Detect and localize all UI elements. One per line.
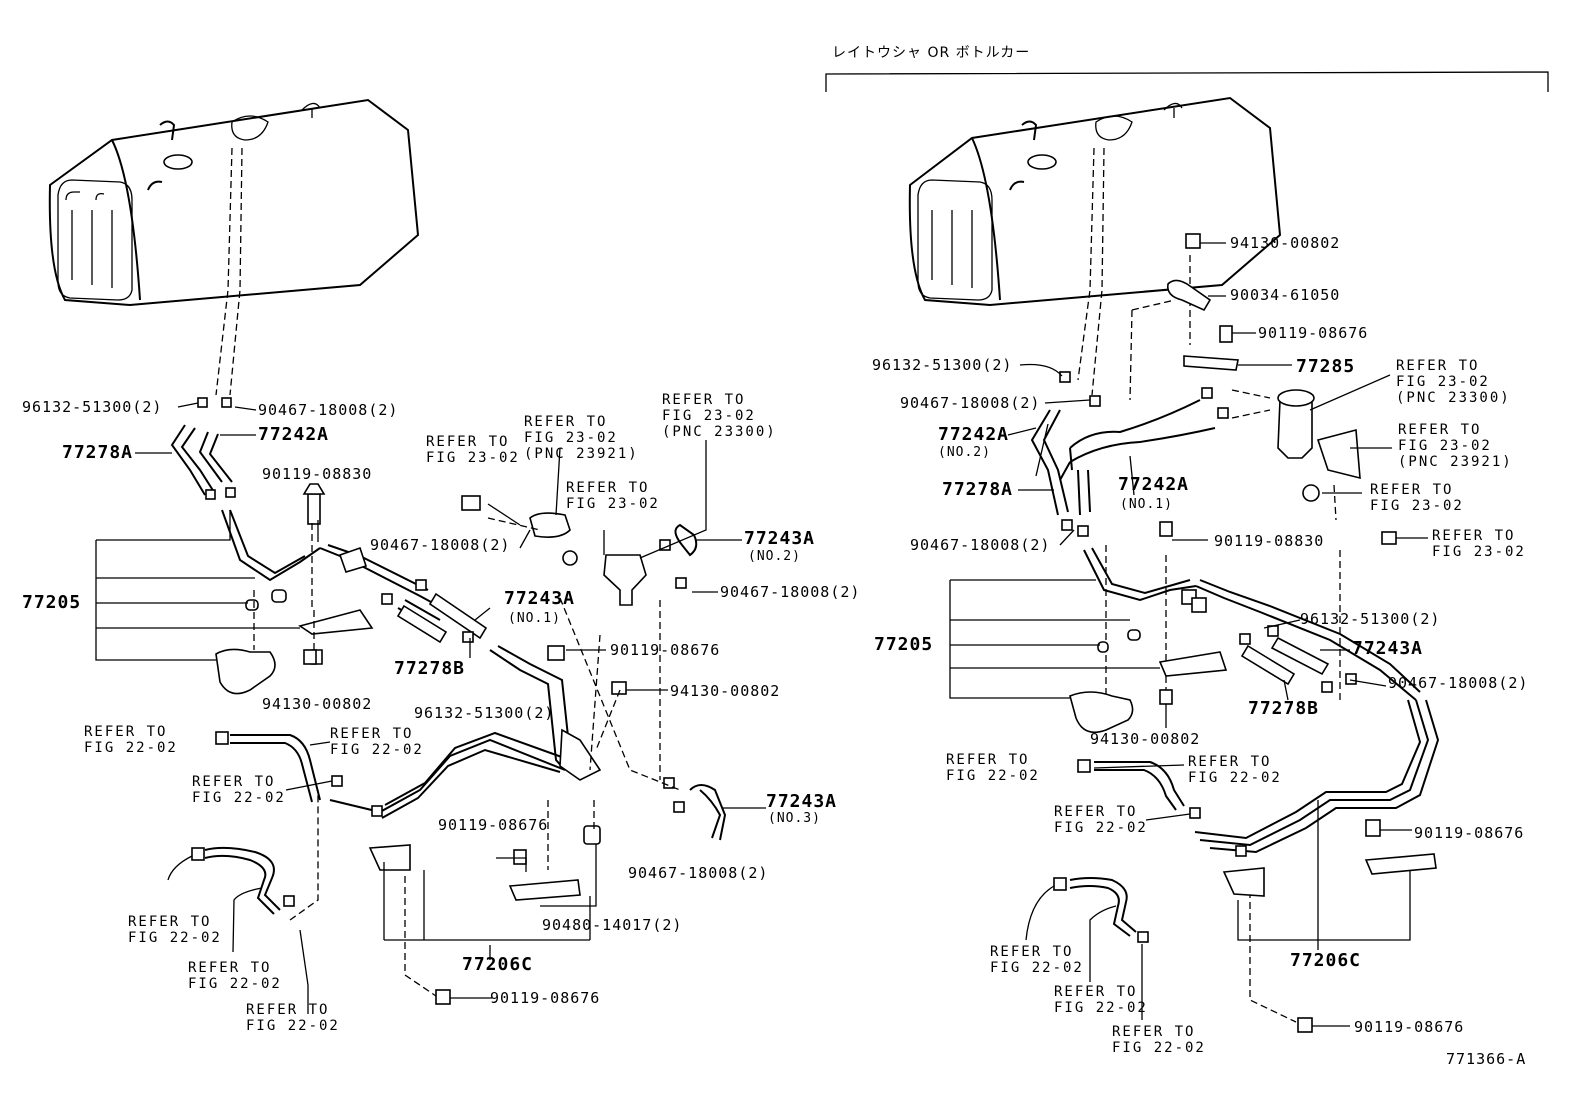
label-90119-08676-b: 90119-08676 <box>438 816 549 834</box>
left-hoses <box>170 397 236 500</box>
label-94130-00802: 94130-00802 <box>262 695 373 713</box>
right-vent-lines <box>1077 147 1341 1023</box>
left-dashed-refs <box>253 517 681 997</box>
label-r-77285: 77285 <box>1296 356 1356 377</box>
label-r-refer-pnc-23921: REFER TO FIG 23-02 (PNC 23921) <box>1398 422 1513 470</box>
label-90467-18008-c: 90467-18008(2) <box>720 583 861 601</box>
label-r-94130-00802: 94130-00802 <box>1230 234 1341 252</box>
label-r-77242a-no1: 77242A <box>1118 474 1190 495</box>
label-r-77206c: 77206C <box>1290 950 1362 971</box>
label-r-77278b: 77278B <box>1248 698 1320 719</box>
right-header-bracket <box>825 71 1549 92</box>
label-refer-fig-23-02-a: REFER TO FIG 23-02 <box>426 434 520 466</box>
label-r-90119-08676-b: 90119-08676 <box>1414 824 1525 842</box>
label-90467-18008: 90467-18008(2) <box>258 401 399 419</box>
label-77243a-3: 77243A <box>766 791 838 812</box>
label-r-90467-18008-b: 90467-18008(2) <box>910 536 1051 554</box>
label-r-96132-51300-b: 96132-51300(2) <box>1300 610 1441 628</box>
label-90467-18008-b: 90467-18008(2) <box>370 536 511 554</box>
left-fuel-tank <box>48 98 420 307</box>
label-r-refer-fig-22-02-f: REFER TO FIG 22-02 <box>1112 1024 1206 1056</box>
label-r-77278a: 77278A <box>942 479 1014 500</box>
label-refer-pnc-23921: REFER TO FIG 23-02 (PNC 23921) <box>524 414 639 462</box>
label-77243a-2: 77243A <box>744 528 816 549</box>
label-r-refer-fig-22-02-c: REFER TO FIG 22-02 <box>1054 804 1148 836</box>
label-77205: 77205 <box>22 592 82 613</box>
label-r-90034-61050: 90034-61050 <box>1230 286 1341 304</box>
label-77278b: 77278B <box>394 658 466 679</box>
label-77242a: 77242A <box>258 424 330 445</box>
label-r-refer-fig-22-02-b: REFER TO FIG 22-02 <box>1188 754 1282 786</box>
right-hoses <box>1030 371 1229 537</box>
right-fuel-tank <box>908 96 1282 307</box>
label-77243a-no3: (NO.3) <box>768 811 821 826</box>
label-r-refer-fig-22-02-a: REFER TO FIG 22-02 <box>946 752 1040 784</box>
label-refer-fig-22-02-d: REFER TO FIG 22-02 <box>128 914 222 946</box>
label-77206c: 77206C <box>462 954 534 975</box>
variant-label: レイトウシャ OR ボトルカー <box>832 45 1031 61</box>
label-r-90119-08676-c: 90119-08676 <box>1354 1018 1465 1036</box>
left-pipe-assembly <box>215 483 602 819</box>
label-77278a: 77278A <box>62 442 134 463</box>
label-90467-18008-d: 90467-18008(2) <box>628 864 769 882</box>
left-leader-lines <box>95 402 766 1014</box>
label-r-refer-fig-23-02-b: REFER TO FIG 23-02 <box>1432 528 1526 560</box>
right-hoses-lower <box>1053 759 1437 1033</box>
label-r-no1: (NO.1) <box>1120 497 1173 512</box>
label-r-90119-08676: 90119-08676 <box>1258 324 1369 342</box>
label-r-90119-08830: 90119-08830 <box>1214 532 1325 550</box>
right-parts-top <box>1159 233 1397 545</box>
label-refer-fig-22-02-e: REFER TO FIG 22-02 <box>188 960 282 992</box>
left-hoses-lower <box>191 523 727 915</box>
label-r-refer-fig-23-02-a: REFER TO FIG 23-02 <box>1370 482 1464 514</box>
label-r-refer-pnc-23300: REFER TO FIG 23-02 (PNC 23300) <box>1396 358 1511 406</box>
label-r-96132-51300: 96132-51300(2) <box>872 356 1013 374</box>
label-77243a-no1: (NO.1) <box>508 611 561 626</box>
label-r-94130-00802-b: 94130-00802 <box>1090 730 1201 748</box>
right-pipe-assembly <box>1069 547 1440 854</box>
label-refer-fig-22-02-c: REFER TO FIG 22-02 <box>192 774 286 806</box>
label-r-refer-fig-22-02-d: REFER TO FIG 22-02 <box>990 944 1084 976</box>
label-refer-fig-23-02-b: REFER TO FIG 23-02 <box>566 480 660 512</box>
label-96132-51300: 96132-51300(2) <box>22 398 163 416</box>
left-parts <box>303 495 647 1005</box>
label-77243a: 77243A <box>504 588 576 609</box>
label-90119-08830: 90119-08830 <box>262 465 373 483</box>
figure-id: 771366-A <box>1446 1050 1527 1068</box>
right-leader-lines <box>949 242 1428 1027</box>
label-90119-08676-c: 90119-08676 <box>490 989 601 1007</box>
label-96132-51300-b: 96132-51300(2) <box>414 704 555 722</box>
label-r-refer-fig-22-02-e: REFER TO FIG 22-02 <box>1054 984 1148 1016</box>
label-r-77242a-no2: 77242A <box>938 424 1010 445</box>
label-r-77205: 77205 <box>874 634 934 655</box>
label-90119-08676-a: 90119-08676 <box>610 641 721 659</box>
label-r-no2: (NO.2) <box>938 445 991 460</box>
label-refer-fig-22-02-b: REFER TO FIG 22-02 <box>330 726 424 758</box>
label-90480-14017: 90480-14017(2) <box>542 916 683 934</box>
label-r-90467-18008: 90467-18008(2) <box>900 394 1041 412</box>
label-r-90467-18008-c: 90467-18008(2) <box>1388 674 1529 692</box>
label-refer-pnc-23300: REFER TO FIG 23-02 (PNC 23300) <box>662 392 777 440</box>
left-vent-lines <box>215 147 243 396</box>
label-r-77243a: 77243A <box>1352 638 1424 659</box>
label-94130-00802-b: 94130-00802 <box>670 682 781 700</box>
label-refer-fig-22-02-a: REFER TO FIG 22-02 <box>84 724 178 756</box>
label-refer-fig-22-02-f: REFER TO FIG 22-02 <box>246 1002 340 1034</box>
label-77243a-no2: (NO.2) <box>748 549 801 564</box>
